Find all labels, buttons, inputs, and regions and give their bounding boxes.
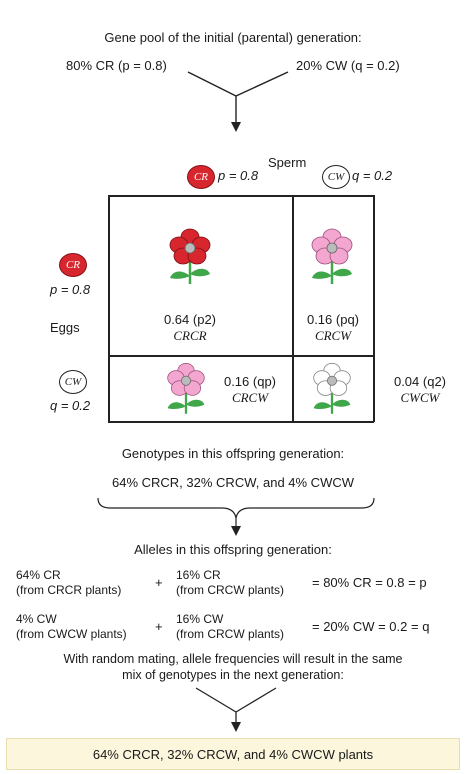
allele-row1-b-sub: (from CRCW plants) [176, 583, 285, 597]
cell4-freq: 0.04 (q2) [393, 374, 447, 389]
cell1-freq: 0.64 (p2) [163, 312, 217, 327]
allele-row2-b-sub: (from CRCW plants) [176, 627, 285, 641]
grid-bottom [108, 421, 374, 423]
grid-middle [108, 355, 374, 357]
allele-row2-b: 16% CW [176, 612, 224, 626]
allele-row2-result: = 20% CW = 0.2 = q [312, 619, 430, 634]
grid-right [373, 195, 375, 422]
allele-row2-plus: + [155, 619, 163, 634]
sperm-label: Sperm [268, 155, 307, 170]
allele-row1-plus: + [155, 575, 163, 590]
cell1-genotype: CRCR [173, 328, 207, 343]
title: Gene pool of the initial (parental) gene… [104, 30, 362, 45]
egg-red-allele: CR [59, 253, 87, 277]
egg-white-freq: q = 0.2 [50, 398, 91, 413]
flower-white-icon [313, 362, 351, 414]
sperm-red-allele: CR [187, 165, 215, 189]
random-mating-line1: With random mating, allele frequencies w… [63, 652, 403, 666]
offspring-genotypes-heading: Genotypes in this offspring generation: [121, 446, 345, 461]
grid-center [292, 195, 294, 422]
allele-row1-a-sub: (from CRCR plants) [16, 583, 122, 597]
arrowhead-2 [231, 526, 241, 536]
cell2-freq: 0.16 (pq) [306, 312, 360, 327]
bottom-converge-arrow [195, 687, 277, 724]
sperm-red-freq: p = 0.8 [218, 168, 259, 183]
flower-pink-icon [311, 228, 353, 285]
cell4-genotype: CWCW [400, 390, 440, 405]
parental-converge-arrow [187, 71, 289, 124]
flower-red-icon [169, 228, 211, 285]
egg-white-allele: CW [59, 370, 87, 394]
allele-row2-a-sub: (from CWCW plants) [16, 627, 127, 641]
arrowhead-1 [231, 122, 241, 132]
egg-red-freq: p = 0.8 [50, 282, 91, 297]
brace-genotypes [97, 497, 375, 528]
eggs-label: Eggs [50, 320, 80, 335]
final-result: 64% CRCR, 32% CRCW, and 4% CWCW plants [92, 746, 374, 762]
sperm-white-freq: q = 0.2 [352, 168, 393, 183]
alleles-heading: Alleles in this offspring generation: [134, 542, 332, 557]
parental-left: 80% CR (p = 0.8) [66, 58, 167, 73]
parental-right: 20% CW (q = 0.2) [296, 58, 400, 73]
grid-top [108, 195, 374, 197]
cell3-freq: 0.16 (qp) [223, 374, 277, 389]
grid-left [108, 195, 110, 422]
cell2-genotype: CRCW [314, 328, 352, 343]
random-mating-line2: mix of genotypes in the next generation: [122, 668, 344, 682]
arrowhead-3 [231, 722, 241, 732]
flower-pink-icon [167, 362, 205, 414]
allele-row1-a: 64% CR [16, 568, 61, 582]
sperm-white-allele: CW [322, 165, 350, 189]
final-result-box: 64% CRCR, 32% CRCW, and 4% CWCW plants [6, 738, 460, 770]
allele-row2-a: 4% CW [16, 612, 57, 626]
cell3-genotype: CRCW [231, 390, 269, 405]
allele-row1-result: = 80% CR = 0.8 = p [312, 575, 427, 590]
offspring-genotypes: 64% CRCR, 32% CRCW, and 4% CWCW [112, 475, 354, 490]
allele-row1-b: 16% CR [176, 568, 221, 582]
